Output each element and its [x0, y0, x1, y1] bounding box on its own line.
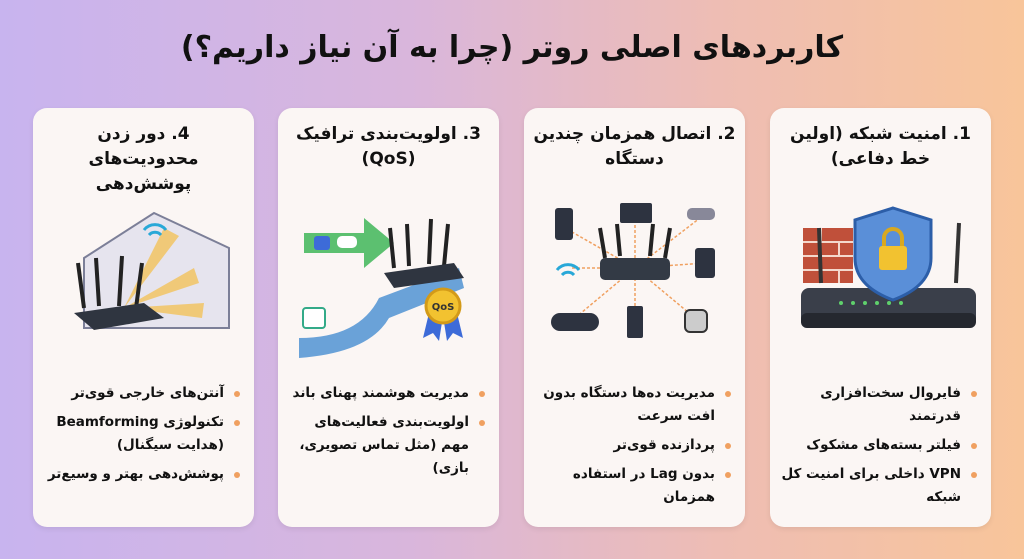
wifi-icon — [142, 223, 167, 237]
gamepad-icon — [336, 236, 357, 248]
list-item: پردازنده قوی‌تر — [532, 434, 731, 457]
list-item: فیلتر بسته‌های مشکوک — [778, 434, 977, 457]
card-title: 2. اتصال همزمان چندین دستگاه — [533, 124, 736, 169]
phone-icon — [554, 208, 573, 240]
list-item: اولویت‌بندی فعالیت‌های مهم (مثل تماس تصو… — [286, 411, 485, 480]
card-title: 1. امنیت شبکه (اولین خط دفاعی) — [790, 124, 971, 169]
list-item: فایروال سخت‌افزاری قدرتمند — [778, 382, 977, 428]
card-title: 3. اولویت‌بندی ترافیک (QoS) — [296, 124, 481, 169]
console-icon — [626, 306, 643, 338]
card-qos: 3. اولویت‌بندی ترافیک (QoS) QoS مدیریت ه… — [278, 108, 499, 527]
gamepad-icon — [550, 313, 599, 331]
multi-device-illustration — [550, 203, 715, 338]
router-icon — [383, 218, 464, 288]
qos-badge-icon: QoS — [422, 287, 463, 341]
download-icon — [301, 307, 326, 329]
list-item: تکنولوژی Beamforming (هدایت سیگنال) — [41, 411, 240, 457]
list-item: پوشش‌دهی بهتر و وسیع‌تر — [41, 463, 240, 486]
wifi-icon — [555, 263, 580, 277]
card-coverage: 4. دور زدن محدودیت‌های پوشش‌دهی آنتن‌های… — [33, 108, 254, 527]
svg-text:QoS: QoS — [431, 302, 454, 313]
card-network-security: 1. امنیت شبکه (اولین خط دفاعی) فایروال س… — [770, 108, 991, 527]
router-icon — [73, 255, 164, 330]
smart-speaker-icon — [683, 309, 708, 333]
router-icon — [800, 222, 976, 328]
list-item: مدیریت هوشمند پهنای باند — [286, 382, 485, 405]
card-multi-device: 2. اتصال همزمان چندین دستگاه مدیریت ده‌ه… — [524, 108, 745, 527]
list-item: VPN داخلی برای امنیت کل شبکه — [778, 463, 977, 509]
coverage-illustration — [73, 211, 230, 330]
tablet-icon — [694, 248, 715, 278]
list-item: مدیریت ده‌ها دستگاه بدون افت سرعت — [532, 382, 731, 428]
card-title: 4. دور زدن محدودیت‌های پوشش‌دهی — [88, 124, 199, 194]
router-icon — [597, 223, 672, 280]
page-title: کاربردهای اصلی روتر (چرا به آن نیاز داری… — [180, 30, 844, 65]
camera-icon — [686, 208, 715, 220]
qos-illustration: QoS — [298, 218, 464, 358]
firewall-icon — [802, 228, 853, 283]
security-illustration — [800, 206, 976, 328]
list-item: آنتن‌های خارجی قوی‌تر — [41, 382, 240, 405]
shield-lock-icon — [853, 206, 932, 302]
laptop-icon — [619, 203, 652, 223]
list-item: بدون Lag در استفاده همزمان — [532, 463, 731, 509]
video-call-icon — [313, 236, 330, 250]
